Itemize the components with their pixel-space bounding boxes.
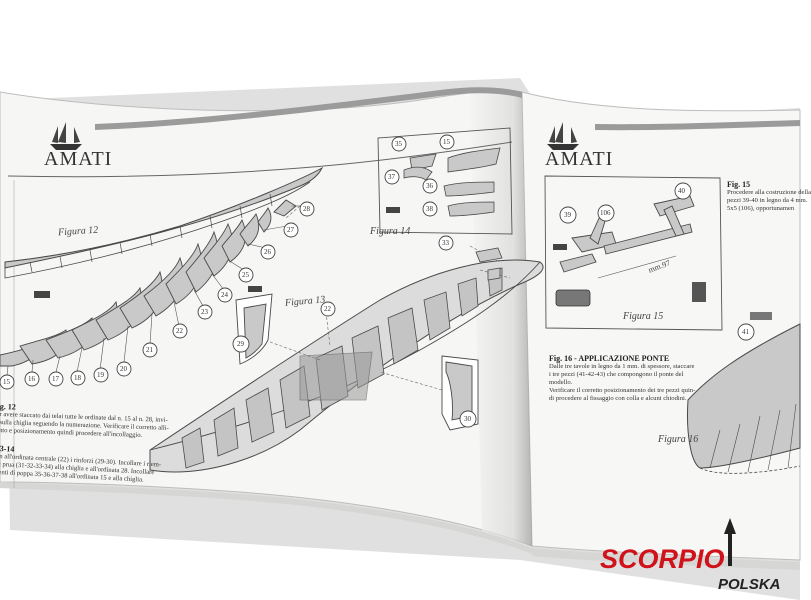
fig15-text-line: pezzi 39-40 in legno da 4 mm. bbox=[727, 197, 808, 204]
part-number: 17 bbox=[52, 375, 59, 383]
figure14-frame bbox=[377, 127, 513, 235]
fig16-text-line: i tre pezzi (41-42-43) che compongono il… bbox=[549, 371, 684, 378]
fig16-text-line: Dalle tre tavole in legno da 1 mm. di sp… bbox=[549, 363, 695, 370]
hull-assembly-fig13 bbox=[149, 259, 544, 473]
fig16-text-line: Verificare il corretto posizionamento de… bbox=[549, 387, 696, 394]
watermark-polska: POLSKA bbox=[718, 576, 781, 593]
fig16-text-line: di procedere al fissaggio con colla e al… bbox=[549, 395, 687, 402]
figure14-caption: Figura 14 bbox=[370, 226, 411, 237]
left-frame-top bbox=[7, 141, 513, 178]
fig15-text-line: Procedere alla costruzione della bbox=[727, 189, 811, 196]
left-header-band bbox=[95, 87, 522, 130]
part-number: 106 bbox=[600, 209, 611, 217]
fig12-glue-icon bbox=[34, 291, 50, 298]
keel-notches bbox=[29, 193, 273, 273]
left-ship-logo-icon bbox=[50, 122, 82, 150]
fig16-nail-icon bbox=[750, 312, 772, 320]
figure15-frame bbox=[544, 175, 723, 331]
fig15-text-line: 5x5 (106), opportunamen bbox=[727, 205, 795, 212]
watermark-scorpion-tail-icon bbox=[724, 518, 736, 566]
page-stack-left bbox=[0, 482, 532, 554]
part-number: 36 bbox=[426, 182, 433, 190]
frames-row bbox=[0, 199, 297, 367]
fig15-small-glue-icon bbox=[553, 244, 567, 250]
deck-dashed-outline bbox=[699, 465, 801, 474]
part-number: 33 bbox=[442, 239, 449, 247]
fig16-text-block: Fig. 16 - APPLICAZIONE PONTE Dalle tre t… bbox=[549, 354, 739, 403]
fig15-clamp-icon bbox=[555, 289, 591, 307]
part-number: 15 bbox=[443, 138, 450, 146]
part-number: 37 bbox=[388, 173, 395, 181]
frame-leader-lines bbox=[6, 205, 302, 377]
bow-piece-33 bbox=[475, 247, 503, 263]
right-brand-logo: AMATI bbox=[545, 148, 614, 170]
part-number: 18 bbox=[74, 374, 81, 382]
part-number: 38 bbox=[426, 205, 433, 213]
keel-underside bbox=[4, 181, 311, 279]
right-header-band bbox=[595, 120, 800, 131]
callout-piece-29 bbox=[243, 303, 267, 359]
deck-piece-41 bbox=[687, 323, 801, 469]
part-number: 23 bbox=[201, 308, 208, 316]
part-number: 29 bbox=[237, 340, 244, 348]
keel-piece bbox=[4, 166, 324, 269]
part-number: 24 bbox=[221, 291, 228, 299]
fig13-glue-icon bbox=[248, 286, 262, 292]
left-brand-logo: AMATI bbox=[44, 148, 113, 170]
part-number: 19 bbox=[97, 371, 104, 379]
part-number: 27 bbox=[287, 226, 294, 234]
figure15-caption: Figura 15 bbox=[623, 311, 664, 322]
part-number: 28 bbox=[303, 205, 310, 213]
fig16-heading: Fig. 16 - APPLICAZIONE PONTE bbox=[549, 354, 670, 363]
fig15-stand bbox=[559, 195, 695, 273]
part-number: 16 bbox=[28, 375, 35, 383]
fig15-glue-pot-icon bbox=[692, 282, 706, 302]
part-number-circles bbox=[0, 134, 755, 428]
part-number: 22 bbox=[324, 305, 331, 313]
deck-frames bbox=[709, 403, 797, 473]
part-number: 40 bbox=[678, 187, 685, 195]
fig15-text-block: Fig. 15 Procedere alla costruzione della… bbox=[727, 180, 811, 213]
bow-piece-34 bbox=[487, 267, 501, 281]
part-number: 39 bbox=[564, 211, 571, 219]
part-number: 20 bbox=[120, 365, 127, 373]
watermark-scorpio: SCORPIO bbox=[600, 544, 725, 574]
fig16-text-line: modello. bbox=[549, 379, 573, 386]
page-stack-right bbox=[532, 548, 800, 570]
part-number: 25 bbox=[242, 271, 249, 279]
part-number: 41 bbox=[742, 328, 749, 336]
part-number: 15 bbox=[3, 378, 10, 386]
fig15-dimension-line bbox=[597, 255, 677, 279]
part-number: 35 bbox=[395, 140, 402, 148]
fig14-glue-icon bbox=[386, 207, 400, 213]
fig15-heading: Fig. 15 bbox=[727, 180, 751, 189]
part-number: 26 bbox=[264, 248, 271, 256]
part-number: 30 bbox=[464, 415, 471, 423]
figure14-pieces bbox=[403, 147, 501, 217]
part-number: 21 bbox=[146, 346, 153, 354]
figure16-caption: Figura 16 bbox=[658, 434, 699, 445]
part-number: 22 bbox=[176, 327, 183, 335]
right-ship-logo-icon bbox=[547, 122, 579, 150]
